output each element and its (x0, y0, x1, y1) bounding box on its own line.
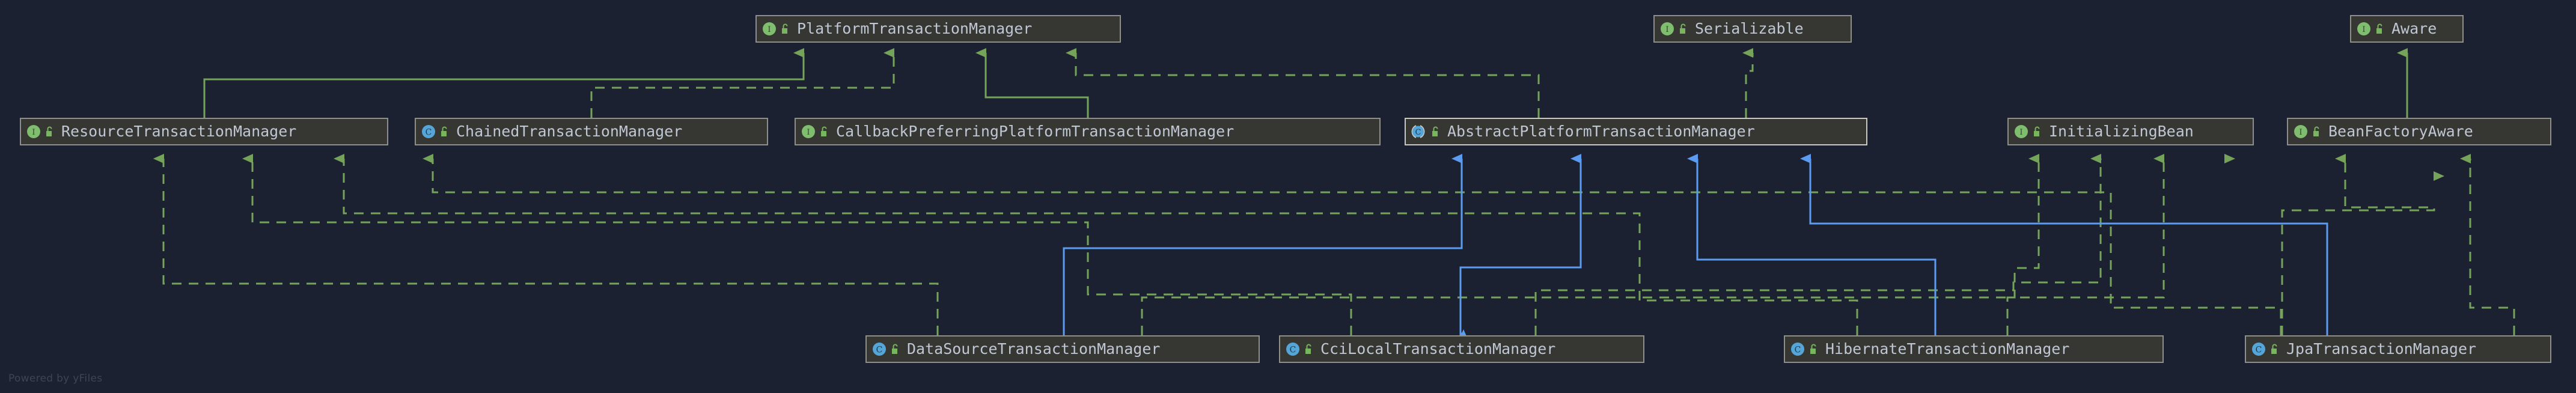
svg-text:I: I (807, 128, 810, 137)
class-node-jpaTransactionManager[interactable]: C JpaTransactionManager (2245, 335, 2551, 363)
class-icon: C (1285, 341, 1301, 357)
class-node-aware[interactable]: I Aware (2350, 15, 2464, 43)
class-node-initializingBean[interactable]: I InitializingBean (2007, 118, 2254, 145)
class-node-resourceTransactionManager[interactable]: I ResourceTransactionManager (20, 118, 388, 145)
edge-hibernate-to-resource (334, 154, 1858, 335)
svg-text:C: C (2256, 346, 2262, 355)
class-node-label: ResourceTransactionManager (61, 122, 297, 140)
edge-hibernate-to-beanfactoryaware-2 (2281, 154, 2435, 335)
class-node-abstractPlatformTransactionManager[interactable]: C AbstractPlatformTransactionManager (1405, 118, 1867, 145)
unlocked-padlock-icon (819, 126, 829, 138)
svg-text:I: I (768, 25, 771, 34)
svg-text:C: C (1795, 346, 1801, 355)
interface-icon: I (2293, 124, 2309, 139)
edge-ccilocal-to-resource (153, 154, 164, 163)
interface-icon: I (2356, 21, 2372, 37)
edge-hibernate-to-abstract (1687, 154, 1937, 335)
class-node-label: CciLocalTransactionManager (1320, 340, 1556, 358)
unlocked-padlock-icon (1678, 23, 1688, 35)
edge-jpa-to-resource (423, 154, 2282, 335)
unlocked-padlock-icon (1304, 344, 1314, 355)
edge-datasource-to-resource (153, 154, 939, 335)
edge-resource-to-platform (203, 48, 805, 118)
edge-chained-to-platform (590, 48, 895, 118)
unlocked-padlock-icon (439, 126, 450, 138)
edge-ccilocal-to-initializingbean (1534, 154, 2102, 335)
svg-text:I: I (1665, 25, 1668, 34)
class-node-serializable[interactable]: I Serializable (1653, 15, 1852, 43)
unlocked-padlock-icon (1808, 344, 1819, 355)
svg-text:I: I (2299, 128, 2302, 137)
class-node-label: JpaTransactionManager (2286, 340, 2477, 358)
class-node-label: InitializingBean (2049, 122, 2194, 140)
edge-datasource-to-abstract (1063, 154, 1463, 335)
class-node-beanFactoryAware[interactable]: I BeanFactoryAware (2287, 118, 2551, 145)
edge-jpa-to-beanfactoryaware (2460, 154, 2515, 335)
class-node-dataSourceTransactionManager[interactable]: C DataSourceTransactionManager (865, 335, 1260, 363)
class-node-label: Aware (2391, 19, 2437, 37)
edge-hibernate-to-initializingbean (2006, 154, 2165, 335)
class-node-platformTransactionManager[interactable]: I PlatformTransactionManager (755, 15, 1121, 43)
abstract-class-icon: C (1411, 124, 1427, 139)
edge-datasource-to-initializingbean (1141, 154, 2040, 335)
class-node-label: Serializable (1695, 19, 1804, 37)
svg-text:I: I (32, 128, 35, 137)
class-node-label: PlatformTransactionManager (797, 19, 1033, 37)
unlocked-padlock-icon (2312, 126, 2322, 138)
class-icon: C (1790, 341, 1805, 357)
edge-jpa-to-abstract (1800, 154, 2328, 335)
class-icon: C (2251, 341, 2266, 357)
svg-text:C: C (876, 346, 883, 355)
class-node-cciLocalTransactionManager[interactable]: C CciLocalTransactionManager (1279, 335, 1644, 363)
svg-text:I: I (2019, 128, 2022, 137)
class-node-label: BeanFactoryAware (2328, 122, 2473, 140)
unlocked-padlock-icon (2375, 23, 2385, 35)
edge-callbackpreferring-to-platform (975, 48, 1089, 118)
interface-icon: I (801, 124, 816, 139)
class-node-hibernateTransactionManager[interactable]: C HibernateTransactionManager (1784, 335, 2164, 363)
unlocked-padlock-icon (2032, 126, 2042, 138)
class-node-label: HibernateTransactionManager (1825, 340, 2070, 358)
interface-icon: I (26, 124, 41, 139)
class-node-label: DataSourceTransactionManager (907, 340, 1161, 358)
unlocked-padlock-icon (44, 126, 55, 138)
edge-jpa-to-initializingbean (2434, 171, 2444, 181)
interface-icon: I (2013, 124, 2029, 139)
svg-text:C: C (1415, 128, 1421, 137)
interface-icon: I (762, 21, 777, 37)
unlocked-padlock-icon (1430, 126, 1441, 138)
edge-cci-extends-abstract (1459, 154, 1582, 335)
svg-text:C: C (1290, 346, 1296, 355)
svg-text:I: I (2362, 25, 2365, 34)
class-icon: C (421, 124, 436, 139)
svg-text:C: C (426, 128, 432, 138)
unlocked-padlock-icon (780, 23, 790, 35)
class-icon: C (871, 341, 887, 357)
class-node-chainedTransactionManager[interactable]: C ChainedTransactionManager (415, 118, 768, 145)
class-node-label: CallbackPreferringPlatformTransactionMan… (836, 122, 1235, 140)
class-node-label: ChainedTransactionManager (456, 122, 683, 140)
unlocked-padlock-icon (2269, 344, 2280, 355)
edge-ccilocal-to-resource-2 (242, 154, 1352, 335)
unlocked-padlock-icon (890, 344, 900, 355)
interface-icon: I (1659, 21, 1675, 37)
watermark-powered-by-yfiles: Powered by yFiles (8, 373, 103, 385)
edges-extends-blue (1063, 154, 2328, 347)
class-node-callbackPreferringPlatformTransactionManager[interactable]: I CallbackPreferringPlatformTransactionM… (795, 118, 1381, 145)
edge-abstract-to-serializable (1742, 48, 1754, 118)
edge-abstract-to-platform (1066, 48, 1540, 118)
edges-to-platform-transaction-manager (203, 48, 2408, 118)
class-node-label: AbstractPlatformTransactionManager (1447, 122, 1755, 140)
